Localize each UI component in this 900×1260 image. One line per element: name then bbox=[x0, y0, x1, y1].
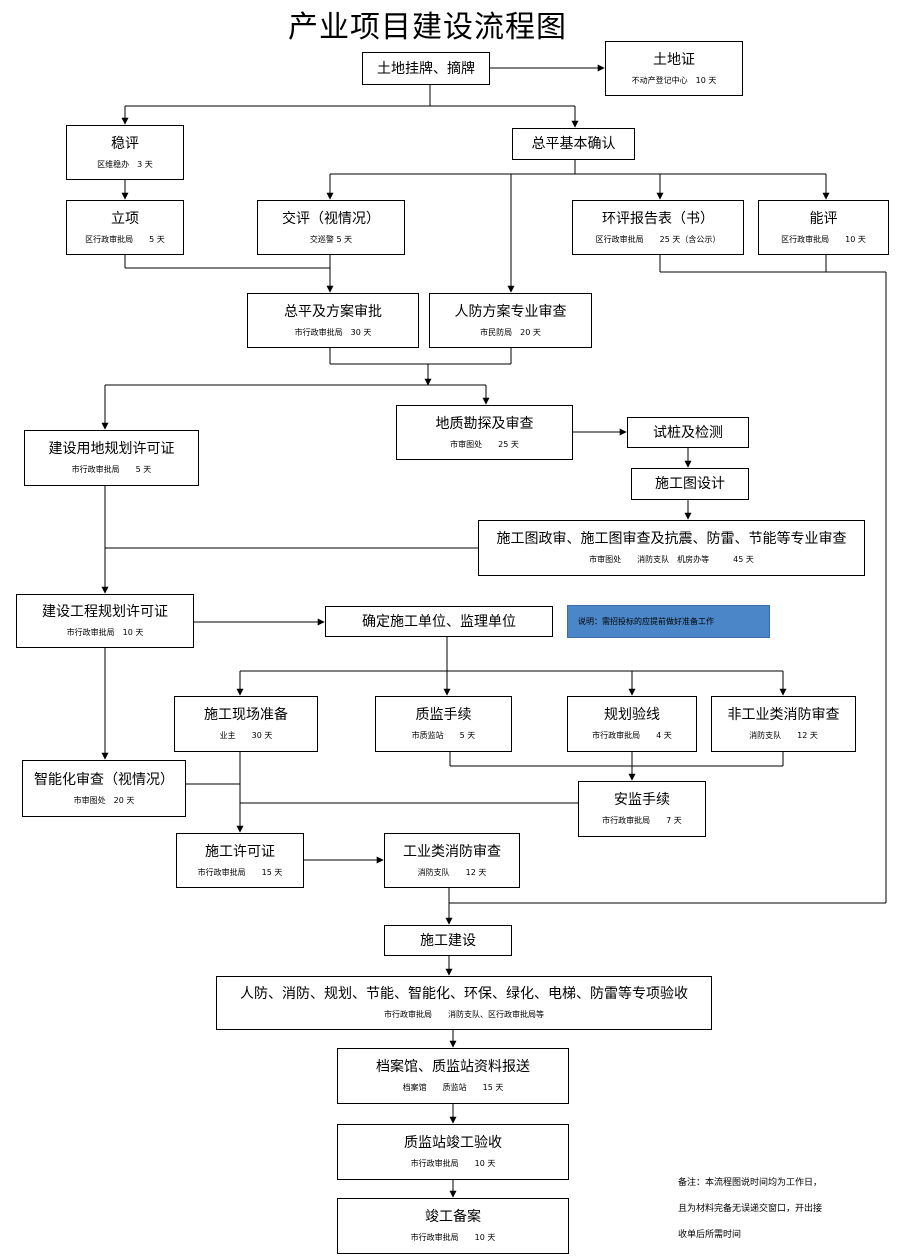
node-label: 能评 bbox=[809, 210, 838, 227]
node-land-listing[interactable]: 土地挂牌、摘牌 bbox=[362, 52, 490, 85]
node-label: 总平及方案审批 bbox=[284, 303, 382, 320]
node-detail: 市审图处 消防支队 机房办等 45 天 bbox=[589, 555, 754, 564]
node-stability-eval[interactable]: 稳评 区维稳办 3 天 bbox=[66, 125, 184, 180]
node-label: 档案馆、质监站资料报送 bbox=[376, 1059, 530, 1075]
node-construction-permit[interactable]: 施工许可证 市行政审批局 15 天 bbox=[176, 833, 304, 888]
node-construction[interactable]: 施工建设 bbox=[384, 925, 512, 956]
node-label: 环评报告表（书） bbox=[602, 210, 714, 227]
node-pile-test[interactable]: 试桩及检测 bbox=[627, 417, 749, 448]
node-land-use-permit[interactable]: 建设用地规划许可证 市行政审批局 5 天 bbox=[24, 430, 199, 486]
node-land-certificate[interactable]: 土地证 不动产登记中心 10 天 bbox=[605, 41, 743, 96]
node-traffic-eval[interactable]: 交评（视情况） 交巡警 5 天 bbox=[257, 200, 405, 255]
page-title: 产业项目建设流程图 bbox=[288, 10, 567, 45]
node-label: 规划验线 bbox=[604, 707, 660, 723]
node-detail: 市审图处 25 天 bbox=[450, 439, 519, 449]
node-contractor-select[interactable]: 确定施工单位、监理单位 bbox=[325, 606, 553, 637]
node-geo-survey[interactable]: 地质勘探及审查 市审图处 25 天 bbox=[396, 405, 573, 460]
node-general-plan-confirm[interactable]: 总平基本确认 bbox=[512, 128, 635, 160]
node-label: 安监手续 bbox=[614, 792, 670, 808]
node-planning-check[interactable]: 规划验线 市行政审批局 4 天 bbox=[567, 696, 697, 752]
node-label: 工业类消防审查 bbox=[403, 843, 501, 860]
node-label: 施工图政审、施工图审查及抗震、防雷、节能等专业审查 bbox=[496, 531, 847, 547]
node-special-acceptance[interactable]: 人防、消防、规划、节能、智能化、环保、绿化、电梯、防雷等专项验收 市行政审批局 … bbox=[216, 976, 712, 1030]
node-label: 交评（视情况） bbox=[282, 210, 380, 227]
node-detail: 市行政审批局 10 天 bbox=[410, 1233, 496, 1242]
node-smart-review[interactable]: 智能化审查（视情况） 市审图处 20 天 bbox=[22, 760, 186, 817]
node-detail: 区维稳办 3 天 bbox=[97, 159, 153, 169]
node-detail: 区行政审批局 25 天（含公示） bbox=[595, 234, 721, 244]
node-label: 稳评 bbox=[111, 135, 139, 152]
node-label: 竣工备案 bbox=[425, 1209, 481, 1225]
node-site-prep[interactable]: 施工现场准备 业主 30 天 bbox=[174, 696, 318, 752]
note-tender-prep: 说明：需招投标的应提前做好准备工作 bbox=[567, 605, 770, 638]
node-plan-approval[interactable]: 总平及方案审批 市行政审批局 30 天 bbox=[247, 293, 419, 348]
node-archive-submit[interactable]: 档案馆、质监站资料报送 档案馆 质监站 15 天 bbox=[337, 1048, 569, 1104]
node-label: 地质勘探及审查 bbox=[435, 415, 534, 432]
node-detail: 消防支队 12 天 bbox=[417, 867, 487, 877]
node-label: 建设用地规划许可证 bbox=[48, 441, 175, 457]
node-detail: 市行政审批局 15 天 bbox=[197, 867, 283, 877]
node-label: 土地挂牌、摘牌 bbox=[377, 60, 475, 77]
node-project-approval[interactable]: 立项 区行政审批局 5 天 bbox=[66, 200, 184, 255]
node-detail: 消防支队 12 天 bbox=[749, 731, 818, 740]
node-detail: 不动产登记中心 10 天 bbox=[631, 75, 717, 85]
node-detail: 区行政审批局 5 天 bbox=[85, 234, 165, 244]
node-detail: 交巡警 5 天 bbox=[309, 234, 353, 244]
node-env-eval[interactable]: 环评报告表（书） 区行政审批局 25 天（含公示） bbox=[572, 200, 744, 255]
node-engineering-permit[interactable]: 建设工程规划许可证 市行政审批局 10 天 bbox=[16, 594, 194, 648]
node-label: 人防、消防、规划、节能、智能化、环保、绿化、电梯、防雷等专项验收 bbox=[240, 986, 688, 1002]
node-detail: 市审图处 20 天 bbox=[73, 795, 135, 805]
remark-text: 备注：本流程图说时间均为工作日， 且为材料完备无误递交窗口，开出接 收单后所需时… bbox=[678, 1170, 888, 1248]
node-detail: 市行政审批局 7 天 bbox=[602, 816, 682, 825]
node-energy-eval[interactable]: 能评 区行政审批局 10 天 bbox=[758, 200, 889, 255]
node-detail: 市质监站 5 天 bbox=[411, 731, 476, 740]
node-label: 施工现场准备 bbox=[204, 707, 288, 723]
node-industrial-fire[interactable]: 工业类消防审查 消防支队 12 天 bbox=[384, 833, 520, 888]
node-completion-filing[interactable]: 竣工备案 市行政审批局 10 天 bbox=[337, 1198, 569, 1254]
node-detail: 市行政审批局 10 天 bbox=[66, 628, 144, 637]
node-detail: 业主 30 天 bbox=[219, 731, 273, 740]
node-drawing-review[interactable]: 施工图政审、施工图审查及抗震、防雷、节能等专业审查 市审图处 消防支队 机房办等… bbox=[478, 520, 865, 576]
node-civil-defense-review[interactable]: 人防方案专业审查 市民防局 20 天 bbox=[429, 293, 592, 348]
node-detail: 市行政审批局 5 天 bbox=[71, 465, 152, 474]
node-label: 立项 bbox=[111, 210, 139, 227]
node-detail: 市行政审批局 消防支队、区行政审批局等 bbox=[384, 1010, 544, 1019]
node-label: 建设工程规划许可证 bbox=[42, 604, 168, 620]
node-detail: 区行政审批局 10 天 bbox=[781, 234, 866, 244]
node-detail: 市民防局 20 天 bbox=[480, 327, 541, 337]
node-label: 土地证 bbox=[653, 51, 695, 68]
remark-line: 备注：本流程图说时间均为工作日， bbox=[678, 1178, 823, 1188]
node-label: 施工许可证 bbox=[205, 843, 275, 860]
remark-line: 且为材料完备无误递交窗口，开出接 bbox=[678, 1204, 823, 1214]
node-label: 确定施工单位、监理单位 bbox=[362, 613, 516, 630]
node-completion-acceptance[interactable]: 质监站竣工验收 市行政审批局 10 天 bbox=[337, 1124, 569, 1180]
node-construction-drawing[interactable]: 施工图设计 bbox=[631, 468, 749, 500]
node-detail: 市行政审批局 30 天 bbox=[294, 327, 372, 337]
node-label: 质监站竣工验收 bbox=[404, 1135, 502, 1151]
node-label: 施工建设 bbox=[420, 932, 476, 949]
remark-line: 收单后所需时间 bbox=[678, 1230, 742, 1240]
node-quality-procedure[interactable]: 质监手续 市质监站 5 天 bbox=[375, 696, 512, 752]
node-label: 总平基本确认 bbox=[531, 136, 616, 152]
node-safety-procedure[interactable]: 安监手续 市行政审批局 7 天 bbox=[578, 781, 706, 837]
node-nonindustrial-fire[interactable]: 非工业类消防审查 消防支队 12 天 bbox=[711, 696, 856, 752]
node-detail: 市行政审批局 10 天 bbox=[410, 1159, 496, 1168]
node-detail: 市行政审批局 4 天 bbox=[592, 731, 672, 740]
node-label: 试桩及检测 bbox=[653, 424, 723, 441]
node-label: 施工图设计 bbox=[655, 476, 725, 492]
node-label: 人防方案专业审查 bbox=[454, 303, 567, 320]
node-detail: 档案馆 质监站 15 天 bbox=[402, 1083, 504, 1092]
node-label: 智能化审查（视情况） bbox=[34, 771, 174, 788]
node-label: 非工业类消防审查 bbox=[727, 707, 840, 723]
node-label: 质监手续 bbox=[415, 707, 472, 723]
